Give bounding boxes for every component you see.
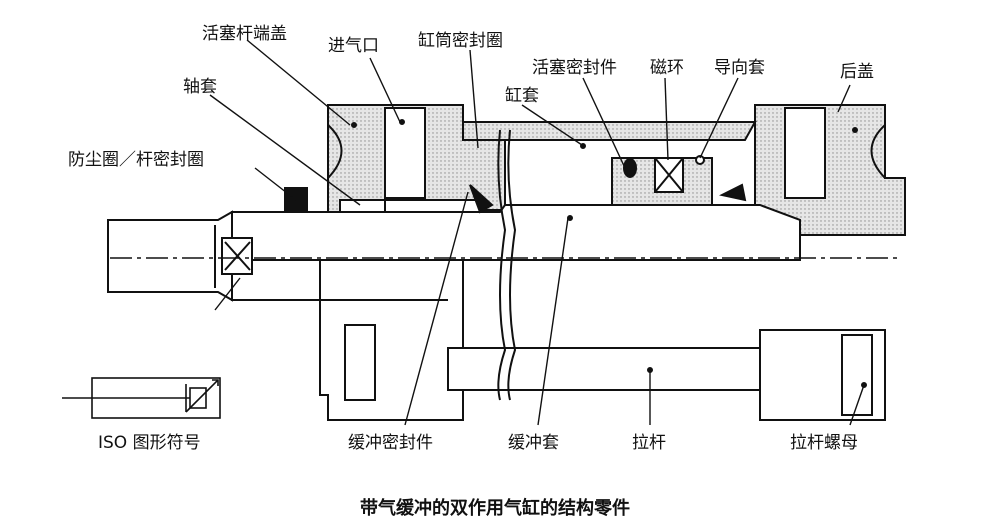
label-barrel-seal-ring: 缸筒密封圈: [418, 31, 503, 51]
label-guide-sleeve: 导向套: [714, 58, 765, 78]
barrel-shape: [462, 121, 757, 141]
label-tie-rod-nut: 拉杆螺母: [790, 433, 858, 453]
label-iso-symbol: ISO 图形符号: [98, 433, 201, 453]
label-bushing: 轴套: [183, 77, 217, 97]
label-tie-rod: 拉杆: [632, 433, 666, 453]
label-rod-end-cover: 活塞杆端盖: [202, 24, 287, 44]
iso-symbol-graphic: [62, 377, 221, 419]
figure-caption: 带气缓冲的双作用气缸的结构零件: [360, 498, 630, 519]
label-air-inlet: 进气口: [328, 36, 379, 56]
label-magnet-ring: 磁环: [650, 58, 684, 78]
rod-thread-end: [107, 210, 233, 302]
label-cushion-sleeve: 缓冲套: [508, 433, 559, 453]
label-cushion-seal: 缓冲密封件: [348, 433, 433, 453]
piston-rod-shape: [231, 204, 801, 261]
label-dust-seal-rod-seal: 防尘圈／杆密封圈: [68, 150, 204, 170]
tie-rod-shape: [447, 347, 761, 391]
label-rear-cover: 后盖: [840, 62, 874, 82]
label-cylinder-barrel: 缸套: [505, 86, 539, 106]
label-piston-seal: 活塞密封件: [532, 58, 617, 78]
